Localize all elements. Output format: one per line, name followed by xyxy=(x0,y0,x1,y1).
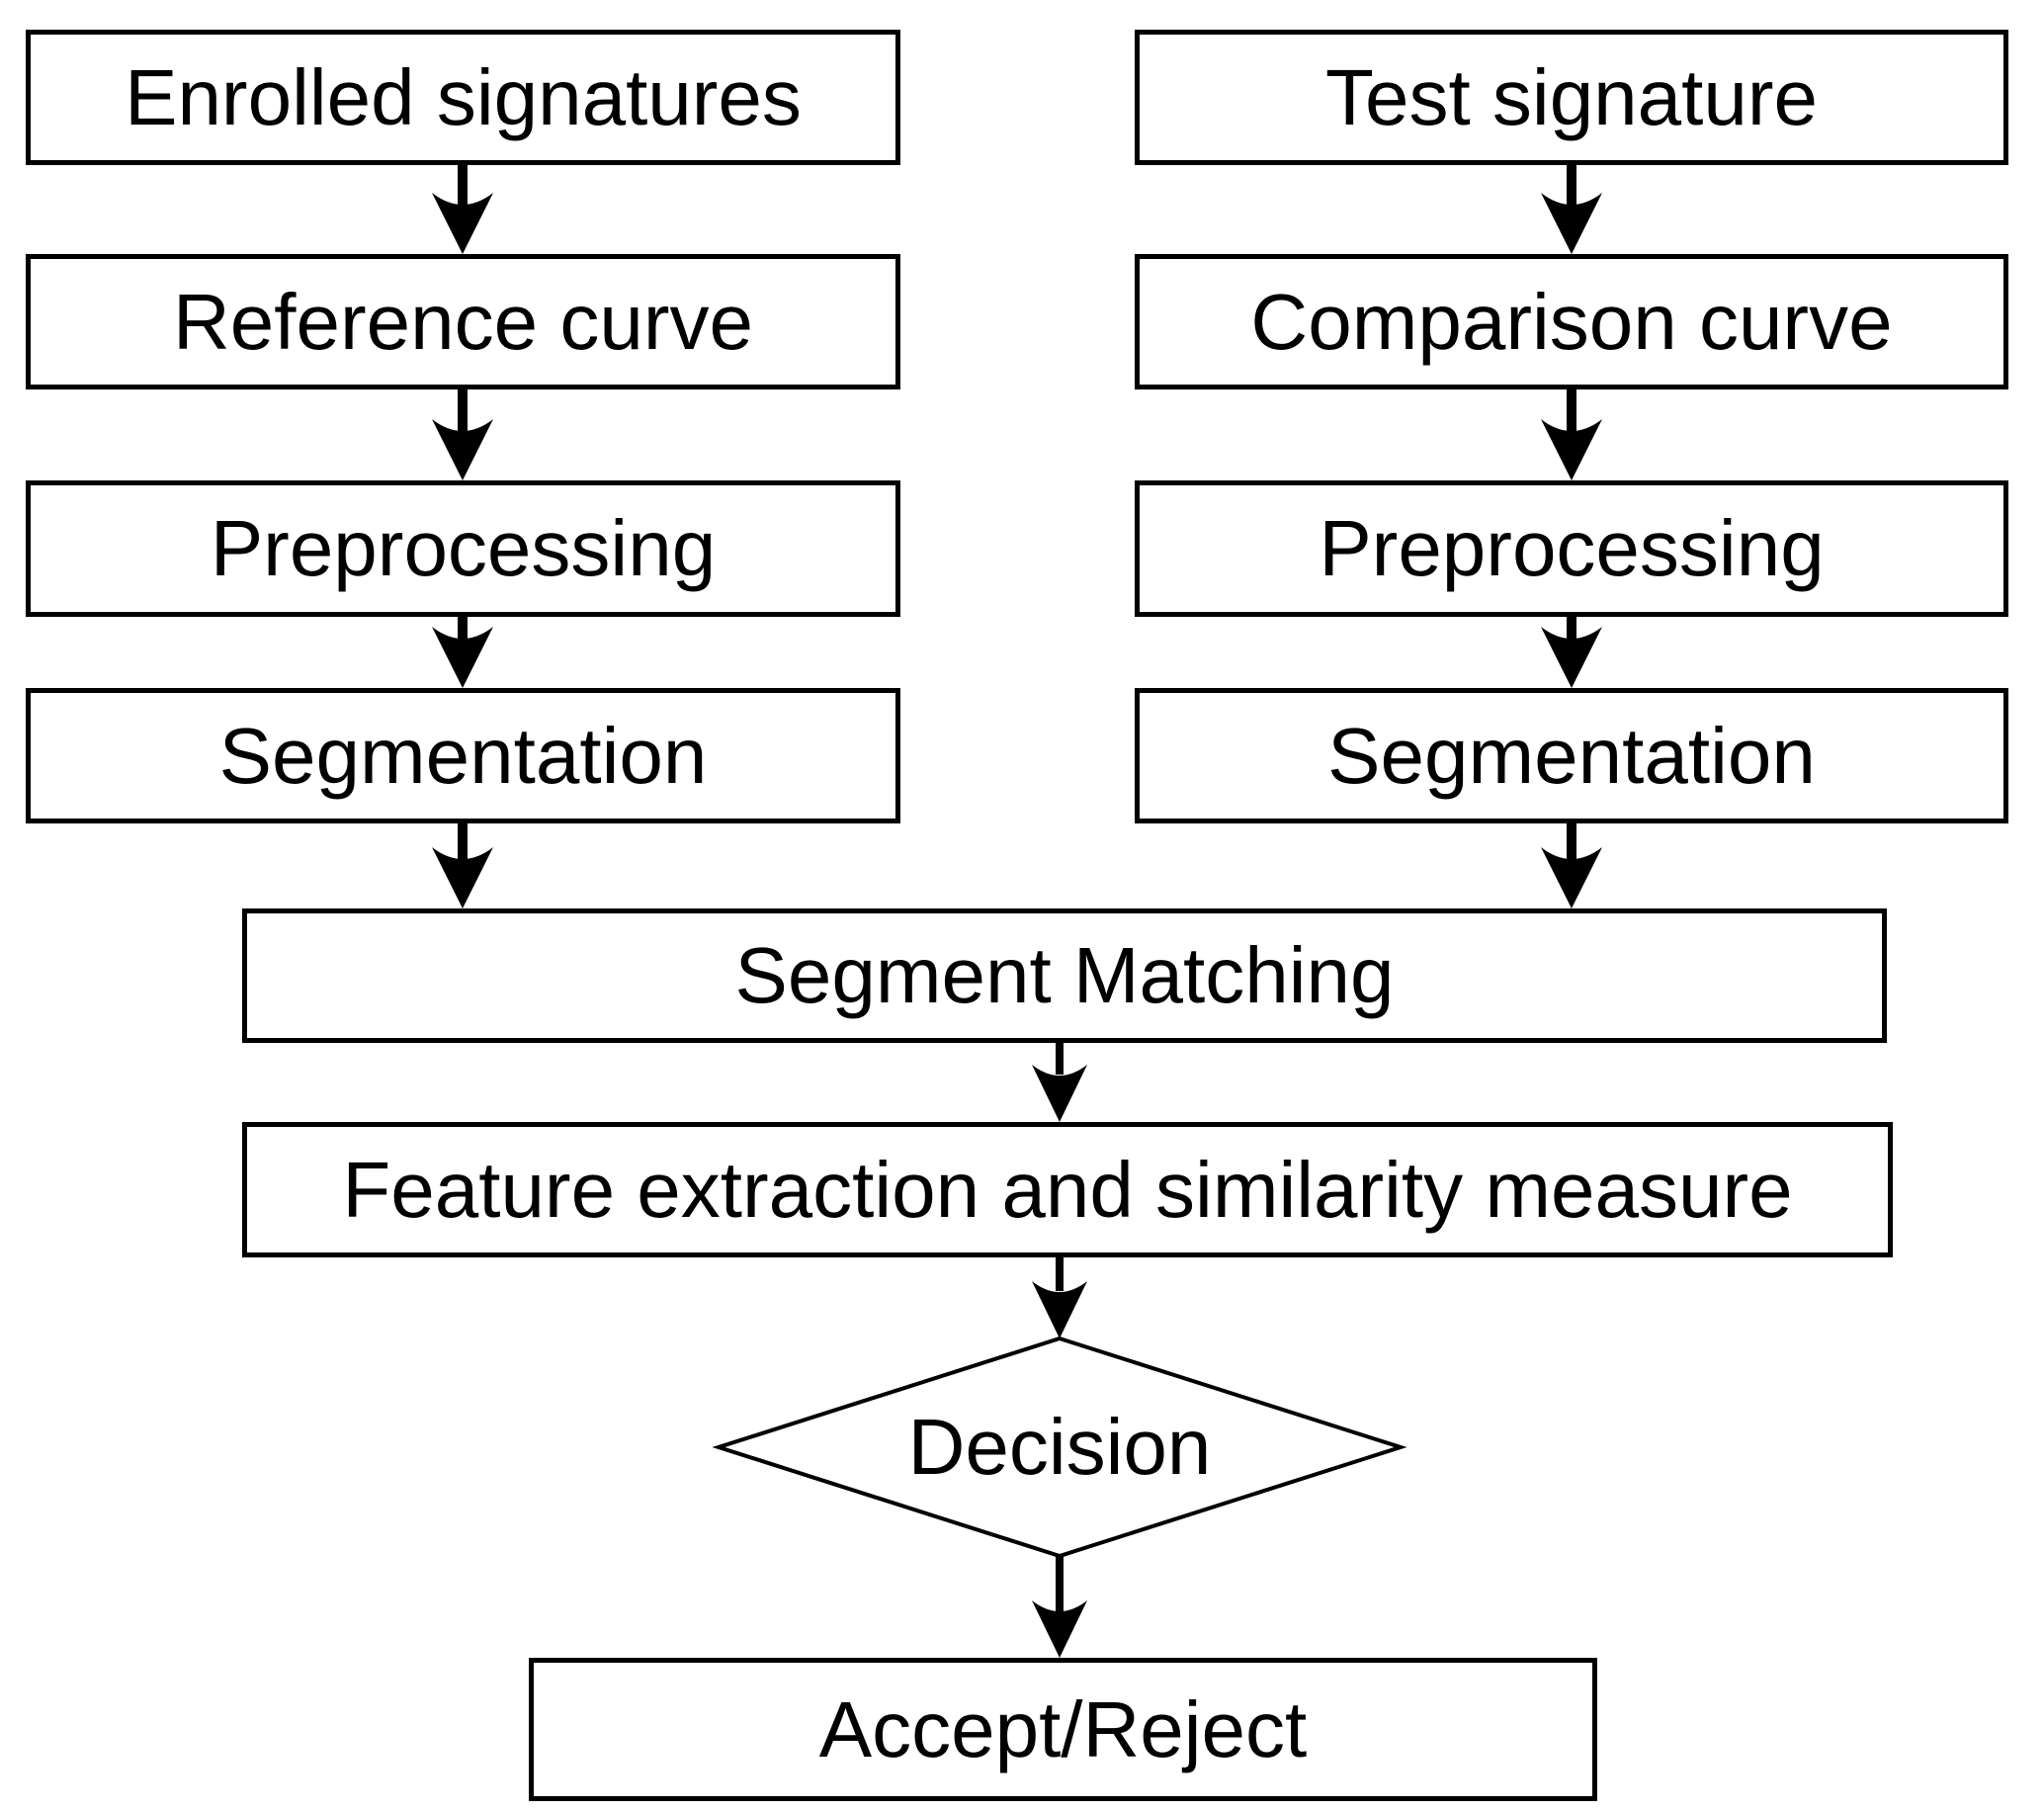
node-segment-matching-label: Segment Matching xyxy=(734,931,1395,1019)
node-feature-extraction: Feature extraction and similarity measur… xyxy=(242,1122,1893,1257)
node-segment-matching: Segment Matching xyxy=(242,908,1887,1043)
node-comparison-curve: Comparison curve xyxy=(1135,254,2008,389)
arrow-preprocessing-to-segmentation-right xyxy=(1541,617,1602,688)
arrow-test-to-comparison xyxy=(1541,165,1602,254)
node-enrolled-signatures: Enrolled signatures xyxy=(26,30,900,165)
node-segmentation-right: Segmentation xyxy=(1135,688,2008,823)
decision-label: Decision xyxy=(907,1403,1212,1491)
arrow-reference-to-preprocessing xyxy=(432,389,493,480)
arrow-comparison-to-preprocessing xyxy=(1541,389,1602,480)
arrow-feature-to-decision xyxy=(1032,1257,1087,1338)
node-reference-curve: Reference curve xyxy=(26,254,900,389)
node-segmentation-left-label: Segmentation xyxy=(218,711,708,800)
node-preprocessing-right-label: Preprocessing xyxy=(1319,504,1825,592)
node-test-signature: Test signature xyxy=(1135,30,2008,165)
node-feature-extraction-label: Feature extraction and similarity measur… xyxy=(342,1145,1793,1234)
arrow-segment-matching-to-feature xyxy=(1032,1043,1087,1122)
arrow-enrolled-to-reference xyxy=(432,165,493,254)
node-enrolled-signatures-label: Enrolled signatures xyxy=(125,52,802,141)
node-comparison-curve-label: Comparison curve xyxy=(1250,277,1893,366)
node-segmentation-left: Segmentation xyxy=(26,688,900,823)
node-accept-reject: Accept/Reject xyxy=(529,1658,1597,1801)
node-accept-reject-label: Accept/Reject xyxy=(818,1684,1308,1773)
arrow-preprocessing-to-segmentation xyxy=(432,617,493,688)
node-test-signature-label: Test signature xyxy=(1324,52,1819,141)
node-segmentation-right-label: Segmentation xyxy=(1327,711,1816,800)
node-preprocessing-left: Preprocessing xyxy=(26,480,900,617)
arrow-segmentation-to-segment-matching-right xyxy=(1541,823,1602,908)
node-preprocessing-left-label: Preprocessing xyxy=(210,504,717,592)
arrow-decision-to-result xyxy=(1032,1556,1087,1658)
node-reference-curve-label: Reference curve xyxy=(173,277,753,366)
arrow-segmentation-to-segment-matching xyxy=(432,823,493,908)
node-preprocessing-right: Preprocessing xyxy=(1135,480,2008,617)
decision-diamond xyxy=(712,1336,1407,1559)
